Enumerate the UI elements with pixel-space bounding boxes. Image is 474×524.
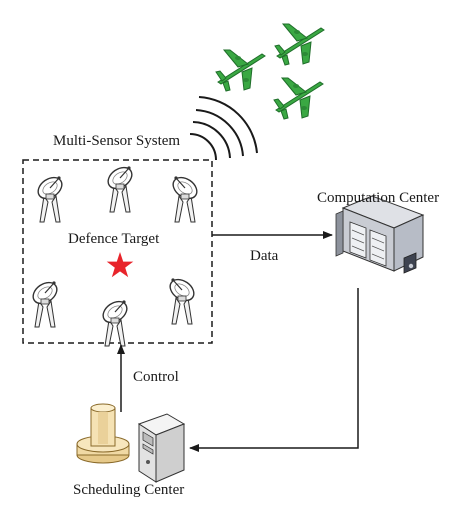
scheduling-center-label: Scheduling Center <box>73 482 185 498</box>
computation-center-label: Computation Center <box>317 190 440 206</box>
airplane-icon <box>273 77 324 120</box>
signal-waves-icon <box>189 96 258 161</box>
defence-target-label: Defence Target <box>68 231 160 247</box>
server-icon <box>335 195 425 274</box>
radar-dish-icon <box>165 274 199 325</box>
feedback-line <box>189 288 359 452</box>
desktop-computer-icon <box>137 413 186 483</box>
control-label: Control <box>133 369 179 385</box>
multi-sensor-system-box <box>22 159 213 344</box>
airplane-icon <box>215 49 266 92</box>
radar-dish-icon <box>98 296 132 347</box>
radar-dish-icon <box>28 277 62 328</box>
antenna-tower-icon <box>76 403 130 464</box>
radar-dish-icon <box>168 172 202 223</box>
radar-dish-icon <box>103 162 137 213</box>
multi-sensor-system-label: Multi-Sensor System <box>53 133 181 149</box>
star-icon <box>106 252 134 278</box>
data-label: Data <box>250 248 279 264</box>
airplane-icon <box>274 23 325 66</box>
radar-dish-icon <box>33 172 67 223</box>
